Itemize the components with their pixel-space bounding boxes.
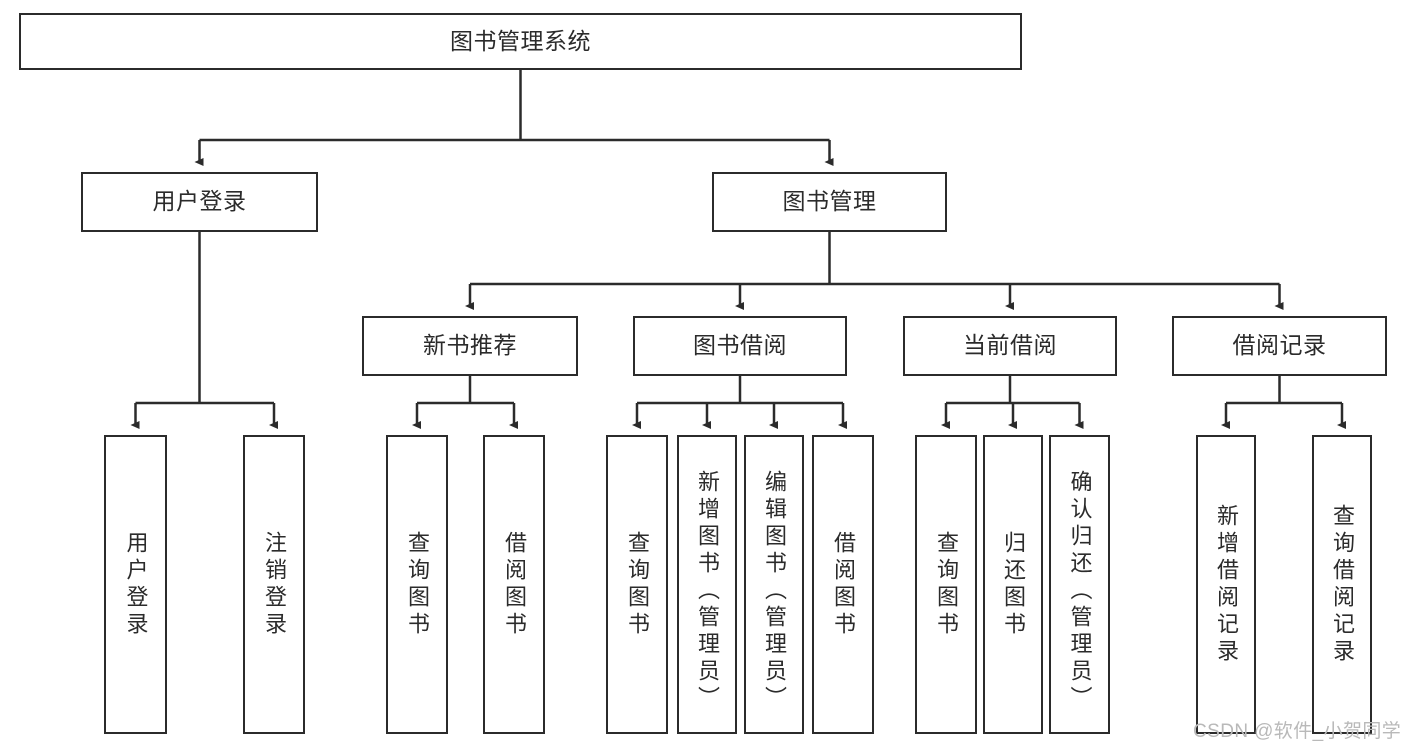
node-label: 查询图书 — [405, 530, 430, 639]
node-leaf-query-record[interactable]: 查询借阅记录 — [1312, 435, 1372, 734]
node-label: 图书借阅 — [693, 332, 787, 359]
node-label: 注销登录 — [262, 530, 287, 639]
node-leaf-borrow-book-2[interactable]: 借阅图书 — [812, 435, 874, 734]
node-label: 用户登录 — [152, 188, 247, 215]
node-leaf-query-book-3[interactable]: 查询图书 — [915, 435, 977, 734]
node-root[interactable]: 图书管理系统 — [19, 13, 1022, 70]
node-label: 用户登录 — [123, 530, 149, 639]
node-label: 查询图书 — [625, 530, 650, 639]
node-label: 新增图书（管理员） — [695, 470, 720, 713]
node-current-borrow[interactable]: 当前借阅 — [903, 316, 1117, 376]
node-label: 新增借阅记录 — [1214, 503, 1239, 666]
node-label: 编辑图书（管理员） — [762, 470, 787, 713]
node-label: 图书管理系统 — [450, 27, 591, 54]
node-label: 查询图书 — [934, 530, 959, 639]
node-label: 图书管理 — [782, 188, 877, 215]
node-book-manage[interactable]: 图书管理 — [712, 172, 947, 232]
node-book-borrow[interactable]: 图书借阅 — [633, 316, 847, 376]
node-label: 当前借阅 — [963, 332, 1057, 359]
node-leaf-user-login[interactable]: 用户登录 — [104, 435, 167, 734]
node-label: 借阅图书 — [502, 530, 527, 639]
node-label: 借阅图书 — [831, 530, 856, 639]
csdn-watermark: CSDN @软件_小贺同学 — [1193, 721, 1402, 742]
node-label: 归还图书 — [1001, 530, 1026, 639]
node-leaf-confirm-return[interactable]: 确认归还（管理员） — [1049, 435, 1110, 734]
node-label: 查询借阅记录 — [1330, 503, 1355, 666]
node-new-book-rec[interactable]: 新书推荐 — [362, 316, 578, 376]
node-leaf-query-book-1[interactable]: 查询图书 — [386, 435, 448, 734]
node-leaf-add-book[interactable]: 新增图书（管理员） — [677, 435, 737, 734]
node-label: 确认归还（管理员） — [1067, 470, 1093, 713]
node-user-login[interactable]: 用户登录 — [81, 172, 318, 232]
node-leaf-edit-book[interactable]: 编辑图书（管理员） — [744, 435, 804, 734]
node-leaf-return-book[interactable]: 归还图书 — [983, 435, 1043, 734]
node-leaf-user-logout[interactable]: 注销登录 — [243, 435, 305, 734]
node-leaf-add-record[interactable]: 新增借阅记录 — [1196, 435, 1256, 734]
node-leaf-borrow-book-1[interactable]: 借阅图书 — [483, 435, 545, 734]
node-borrow-record[interactable]: 借阅记录 — [1172, 316, 1387, 376]
node-leaf-query-book-2[interactable]: 查询图书 — [606, 435, 668, 734]
node-label: 借阅记录 — [1232, 332, 1327, 359]
node-label: 新书推荐 — [423, 332, 517, 359]
